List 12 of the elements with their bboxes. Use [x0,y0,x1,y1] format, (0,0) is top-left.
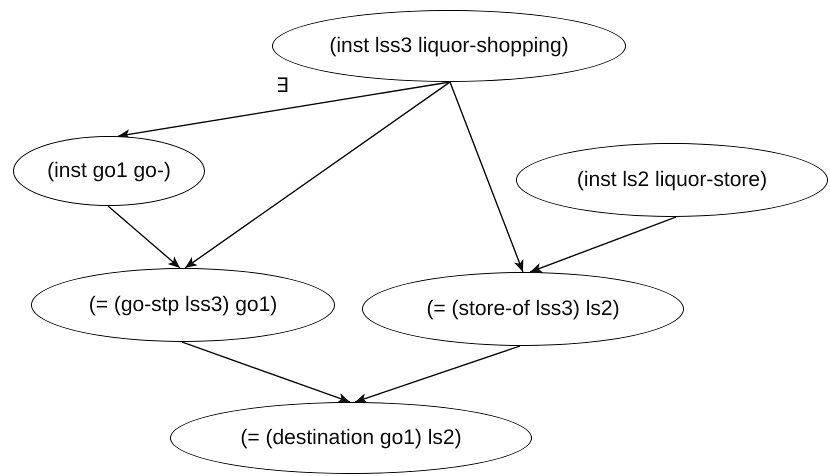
node-label: (inst ls2 liquor-store) [576,168,768,192]
node-label: (= (store-of lss3) ls2) [426,297,620,321]
arrow [184,81,450,269]
arrow [449,82,524,272]
arrow [108,205,180,269]
node-label: (inst go1 go-) [47,159,171,183]
arrow [354,345,520,403]
arrow [530,216,676,273]
arrow [182,341,350,403]
node-label: (inst lss3 liquor-shopping) [329,34,569,58]
node-label: (= (destination go1) ls2) [240,426,462,450]
node-label: (= (go-stp lss3) go1) [88,293,278,317]
